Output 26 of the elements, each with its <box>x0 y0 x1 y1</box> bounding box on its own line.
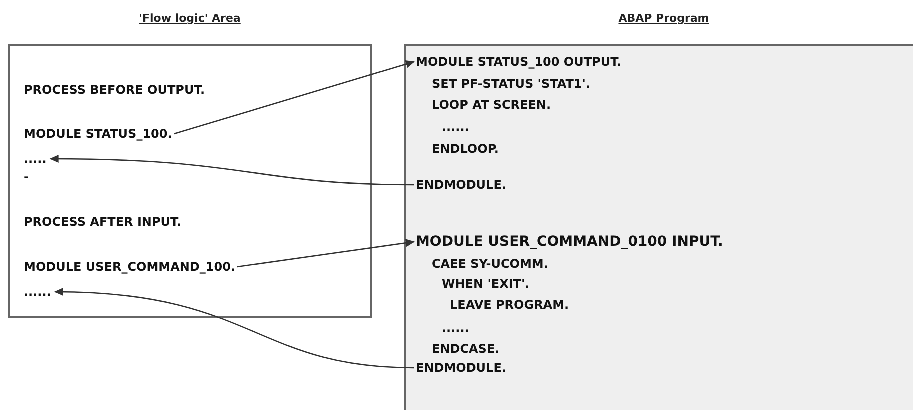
code-line: ENDMODULE. <box>416 177 506 193</box>
code-line: LOOP AT SCREEN. <box>432 97 551 113</box>
code-line: ENDCASE. <box>432 341 500 357</box>
code-line: ..... <box>24 151 47 167</box>
code-line: MODULE STATUS_100. <box>24 126 172 142</box>
code-line: PROCESS BEFORE OUTPUT. <box>24 82 206 98</box>
code-line: MODULE STATUS_100 OUTPUT. <box>416 54 622 70</box>
code-line: ...... <box>442 119 470 135</box>
code-line: ENDMODULE. <box>416 360 506 376</box>
code-line: ENDLOOP. <box>432 141 499 157</box>
code-line: MODULE USER_COMMAND_100. <box>24 259 236 275</box>
arrow <box>237 239 415 268</box>
code-line: CAEE SY-UCOMM. <box>432 256 548 272</box>
code-line: SET PF-STATUS 'STAT1'. <box>432 76 591 92</box>
arrow <box>174 60 415 135</box>
code-line: PROCESS AFTER INPUT. <box>24 214 182 230</box>
arrow <box>54 288 414 369</box>
code-line: WHEN 'EXIT'. <box>442 276 530 292</box>
arrow <box>50 155 414 186</box>
panel-heading: 'Flow logic' Area <box>139 12 241 25</box>
code-line: MODULE USER_COMMAND_0100 INPUT. <box>416 234 724 250</box>
code-line: ...... <box>24 284 52 300</box>
code-line: ...... <box>442 320 470 336</box>
panel-heading: ABAP Program <box>618 12 710 25</box>
code-line: - <box>24 169 29 185</box>
code-line: LEAVE PROGRAM. <box>450 297 570 313</box>
